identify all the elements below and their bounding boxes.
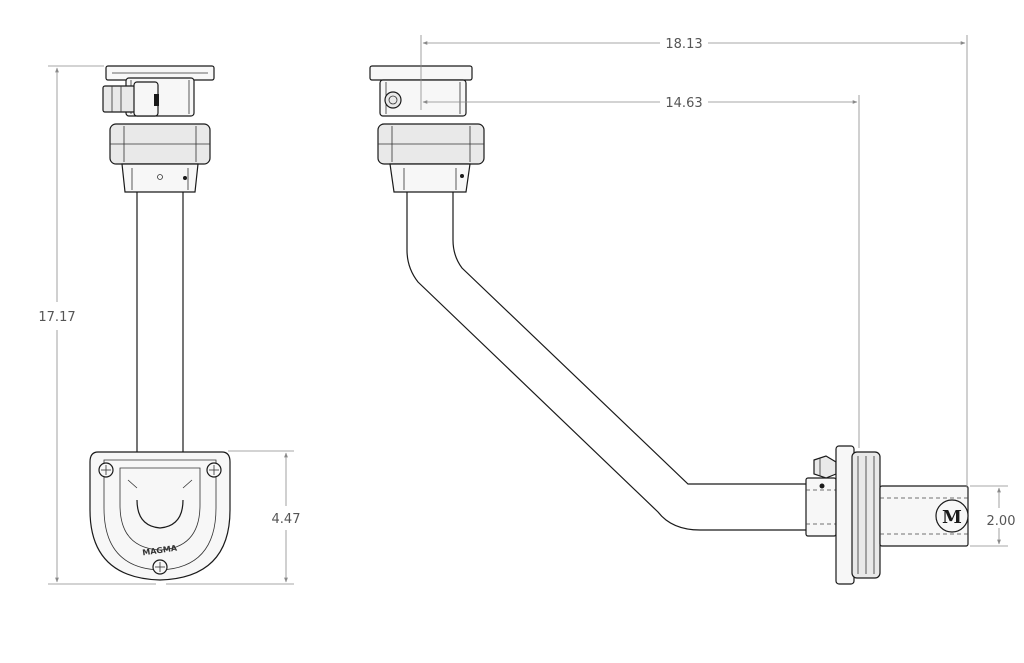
side-flange xyxy=(835,445,881,585)
side-bracket: M xyxy=(879,485,969,547)
dim-base-height-label: 4.47 xyxy=(272,512,301,527)
side-view: M xyxy=(369,65,969,585)
side-tube-fitting xyxy=(805,477,837,537)
knob-icon xyxy=(813,455,837,479)
dim-overall-height: 17.17 xyxy=(38,65,156,585)
dim-overall-height-label: 17.17 xyxy=(38,310,75,325)
dim-base-height: 4.47 xyxy=(166,450,301,585)
front-lock-nut xyxy=(109,123,211,165)
dim-overall-reach: 18.13 xyxy=(420,35,968,488)
front-collar xyxy=(121,163,199,193)
front-tube xyxy=(136,192,184,500)
side-collar xyxy=(389,163,471,193)
side-bent-tube xyxy=(406,192,808,531)
front-view: MAGMA xyxy=(89,65,231,581)
front-base: MAGMA xyxy=(89,451,231,581)
screw-icon xyxy=(206,462,222,478)
dim-bracket-height-label: 2.00 xyxy=(987,514,1016,529)
dim-overall-reach-label: 18.13 xyxy=(665,37,702,52)
dim-mount-reach: 14.63 xyxy=(422,95,860,448)
side-lock-nut xyxy=(377,123,485,165)
front-side-clamp xyxy=(102,81,159,117)
screw-icon xyxy=(152,559,168,575)
screw-icon xyxy=(98,462,114,478)
magma-m-logo-icon: M xyxy=(942,507,962,528)
dim-mount-reach-label: 14.63 xyxy=(665,96,702,111)
dim-bracket-height: 2.00 xyxy=(970,485,1016,547)
